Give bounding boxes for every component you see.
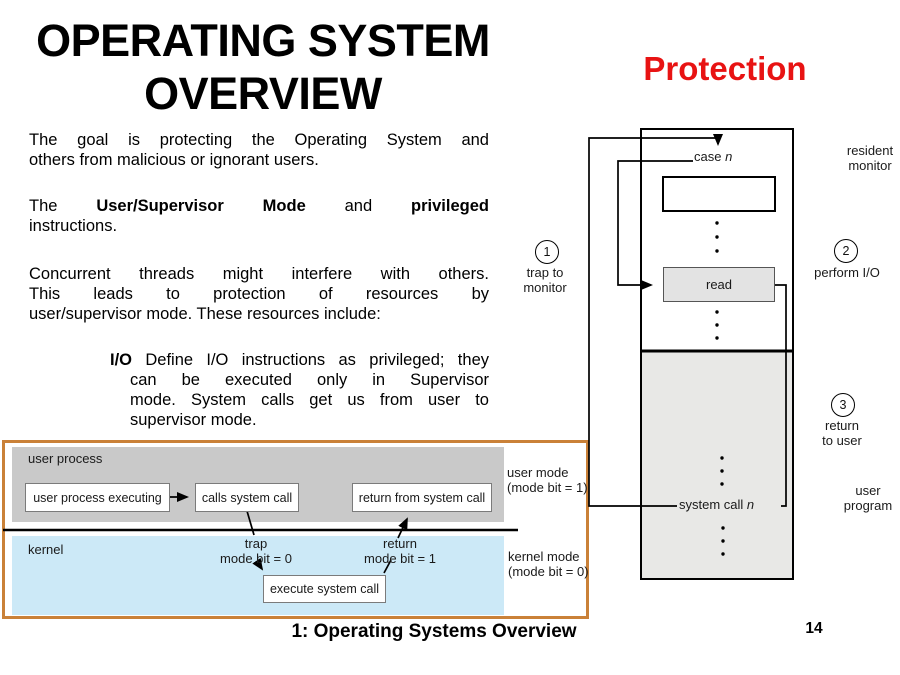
paragraph-io: I/O Define I/O instructions as privilege… xyxy=(110,350,489,430)
paragraph-io-line1: I/O Define I/O instructions as privilege… xyxy=(110,350,489,370)
case-n-label: case n xyxy=(694,149,733,165)
read-box: read xyxy=(663,267,775,302)
box-return-from-system-call: return from system call xyxy=(352,483,492,512)
resident-monitor-label: resident monitor xyxy=(846,143,894,173)
box-execute-system-call: execute system call xyxy=(263,575,386,603)
paragraph-io-rest: Define I/O instructions as privileged; t… xyxy=(132,351,489,369)
step2-circle: 2 xyxy=(834,239,858,263)
slide-title-line1: OPERATING SYSTEM xyxy=(36,15,490,66)
paragraph-mode-bold2: privileged xyxy=(411,197,489,215)
case-n-prefix: case xyxy=(694,149,726,164)
user-program-label: user program xyxy=(843,483,893,513)
box-calls-system-call: calls system call xyxy=(195,483,299,512)
slide-title-line2: OVERVIEW xyxy=(144,68,382,119)
paragraph-goal-line1: The goal is protecting the Operating Sys… xyxy=(29,131,489,149)
paragraph-mode-text2: and xyxy=(305,197,412,215)
system-call-prefix: system call xyxy=(679,497,747,512)
paragraph-goal: The goal is protecting the Operating Sys… xyxy=(29,130,489,170)
slide-title: OPERATING SYSTEM OVERVIEW xyxy=(0,14,526,120)
paragraph-mode: The User/Supervisor Mode and privileged … xyxy=(29,196,489,236)
paragraph-mode-line1: The User/Supervisor Mode and privileged xyxy=(29,196,489,216)
trap-mode-bit-label: trap mode bit = 0 xyxy=(220,536,292,566)
user-mode-label: user mode (mode bit = 1) xyxy=(507,465,588,495)
paragraph-threads-line3: user/supervisor mode. These resources in… xyxy=(29,305,381,323)
step2-perform-io-label: perform I/O xyxy=(814,265,880,280)
step3-circle: 3 xyxy=(831,393,855,417)
page-number: 14 xyxy=(805,620,823,637)
paragraph-goal-line2: others from malicious or ignorant users. xyxy=(29,151,319,169)
monitor-empty-box xyxy=(662,176,776,212)
paragraph-mode-bold1: User/Supervisor Mode xyxy=(96,197,306,215)
kernel-region xyxy=(12,536,504,615)
paragraph-threads-line1: Concurrent threads might interfere with … xyxy=(29,265,489,283)
kernel-mode-label: kernel mode (mode bit = 0) xyxy=(508,549,589,579)
user-process-label: user process xyxy=(28,451,103,466)
system-call-n-label: system call n xyxy=(679,497,755,513)
protection-heading: Protection xyxy=(643,50,807,87)
return-mode-bit-label: return mode bit = 1 xyxy=(364,536,436,566)
footer-caption: 1: Operating Systems Overview xyxy=(291,621,577,642)
system-call-var: n xyxy=(746,497,755,512)
paragraph-io-lead: I/O xyxy=(110,351,133,369)
step3-return-to-user-label: return to user xyxy=(822,418,862,448)
case-n-var: n xyxy=(725,149,733,164)
paragraph-io-line4: supervisor mode. xyxy=(130,411,257,429)
paragraph-mode-line2: instructions. xyxy=(29,217,118,235)
paragraph-mode-text1: The xyxy=(29,197,97,215)
user-program-region xyxy=(640,350,794,580)
step1-trap-to-monitor-label: trap to monitor xyxy=(523,265,567,295)
paragraph-threads-line2: This leads to protection of resources by xyxy=(29,285,489,303)
paragraph-io-line3: mode. System calls get us from user to xyxy=(130,391,489,409)
kernel-label: kernel xyxy=(28,542,64,557)
paragraph-io-line2: can be executed only in Supervisor xyxy=(130,371,489,389)
box-user-process-executing: user process executing xyxy=(25,483,170,512)
paragraph-threads: Concurrent threads might interfere with … xyxy=(29,264,489,324)
step1-circle: 1 xyxy=(535,240,559,264)
